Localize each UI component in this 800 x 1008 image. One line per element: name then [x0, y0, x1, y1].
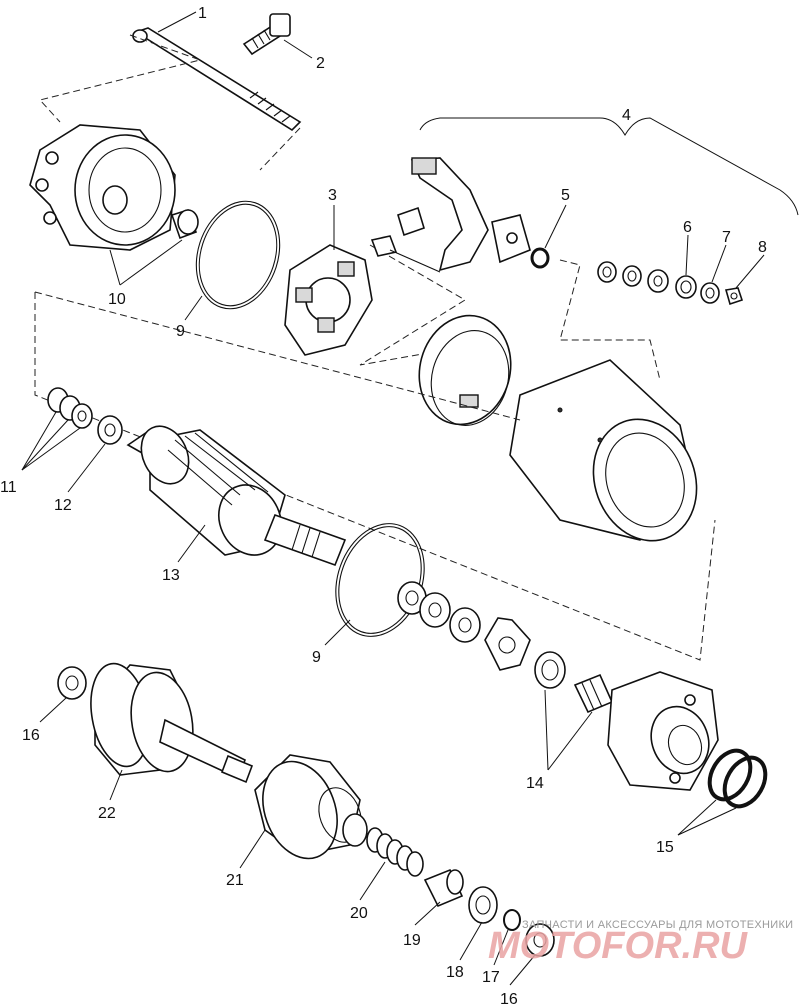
callout-15: 15 — [656, 839, 674, 856]
washer-12-part — [97, 415, 123, 445]
screw-part — [242, 13, 291, 56]
callout-16-left: 16 — [22, 727, 40, 744]
callout-2: 2 — [316, 55, 325, 72]
callout-4: 4 — [622, 107, 631, 124]
guide-line — [39, 34, 202, 123]
washer-16-left-part — [57, 666, 87, 700]
front-housing-part — [607, 671, 719, 791]
callout-19: 19 — [403, 932, 421, 949]
through-bolt-part — [132, 27, 302, 132]
callout-14: 14 — [526, 775, 544, 792]
bearing-seal-part — [534, 651, 614, 714]
brush-plate-part — [284, 244, 373, 356]
callout-12: 12 — [54, 497, 72, 514]
washer-16-bottom-hole — [533, 932, 547, 948]
guide-line — [359, 244, 466, 366]
callout-9-lower: 9 — [312, 649, 321, 666]
callout-18: 18 — [446, 964, 464, 981]
washer-16-bottom-part — [525, 923, 555, 957]
callout-20: 20 — [350, 905, 368, 922]
stopper-hole — [475, 895, 491, 915]
washer-stack-part — [597, 261, 744, 306]
leader-lines — [21, 11, 765, 986]
o-ring-15b-part — [722, 755, 768, 809]
callout-10: 10 — [108, 291, 126, 308]
guide-line — [34, 291, 521, 421]
pinion-assembly-part — [254, 754, 368, 860]
spring-part — [366, 827, 424, 877]
yoke-housing-part — [509, 359, 698, 542]
o-ring-15a-part — [707, 748, 753, 802]
o-ring-upper-part — [195, 200, 281, 310]
clutch-gear-part — [90, 662, 254, 784]
callout-21: 21 — [226, 872, 244, 889]
callout-6: 6 — [683, 219, 692, 236]
spring-washers-part — [47, 387, 93, 429]
guide-line — [559, 259, 661, 381]
callout-13: 13 — [162, 567, 180, 584]
bushing-part — [170, 209, 199, 240]
callout-3: 3 — [328, 187, 337, 204]
watermark-brand: MOTOFOR.RU — [488, 925, 749, 967]
shim-washers-part — [397, 581, 481, 643]
armature-part — [126, 425, 347, 567]
callout-1: 1 — [198, 5, 207, 22]
watermark-tagline: ЗАПЧАСТИ И АКСЕССУАРЫ ДЛЯ МОТОТЕХНИКИ — [522, 919, 793, 931]
circlip-part — [503, 909, 521, 931]
o-ring-lower-part — [335, 523, 425, 637]
rear-cover-part — [29, 124, 176, 251]
o-ring-upper-inner — [198, 203, 278, 307]
callout-labels: 1 2 3 4 5 6 7 8 9 10 11 12 13 9 14 15 16… — [0, 5, 767, 1008]
lock-plate-part — [484, 617, 531, 671]
end-ring-part — [418, 314, 512, 426]
callout-22: 22 — [98, 805, 116, 822]
callout-5: 5 — [561, 187, 570, 204]
washer-5-part — [530, 247, 550, 269]
collar-part — [423, 868, 464, 908]
part-4-bracket — [419, 117, 799, 216]
stopper-part — [468, 886, 498, 924]
callout-7: 7 — [722, 229, 731, 246]
callout-11: 11 — [0, 479, 17, 496]
brush-holder-part — [370, 157, 531, 273]
callout-8: 8 — [758, 239, 767, 256]
guide-line — [259, 127, 301, 171]
watermark: ЗАПЧАСТИ И АКСЕССУАРЫ ДЛЯ МОТОТЕХНИКИ MO… — [488, 919, 793, 967]
washer-16-left-hole — [65, 675, 79, 691]
callout-9-upper: 9 — [176, 323, 185, 340]
callout-17: 17 — [482, 969, 500, 986]
washer-12-hole — [104, 423, 116, 437]
o-ring-lower-inner — [338, 526, 422, 634]
callout-16-bottom: 16 — [500, 991, 518, 1008]
